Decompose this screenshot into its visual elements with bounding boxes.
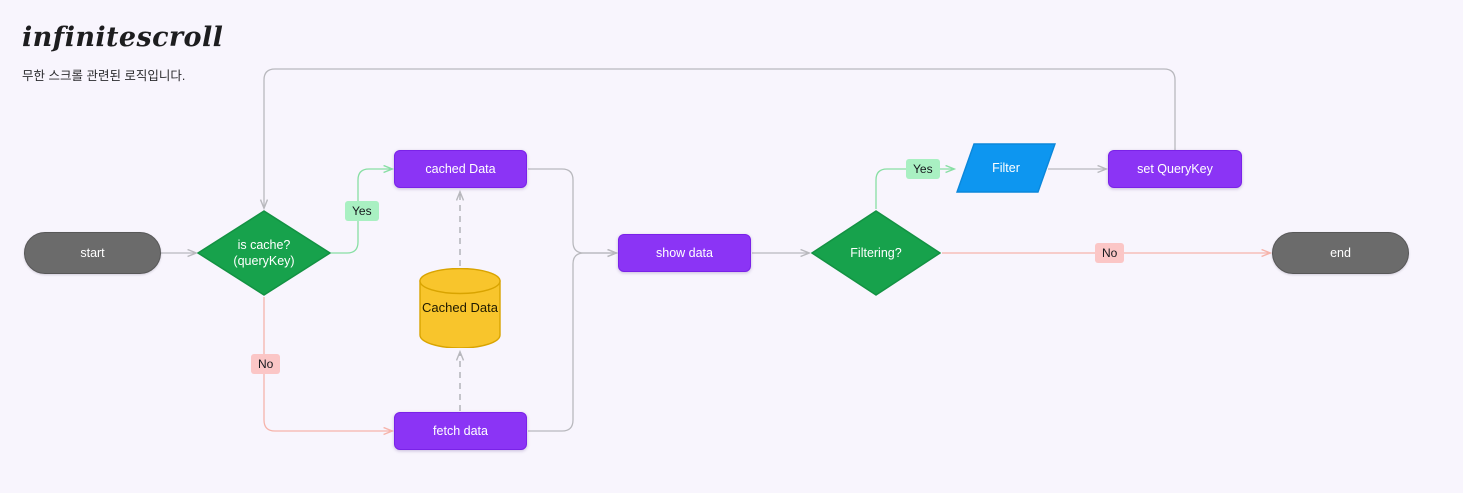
node-is-cache-label: is cache? (queryKey) (233, 237, 294, 270)
node-filter[interactable]: Filter (956, 143, 1056, 193)
node-end-label: end (1330, 245, 1351, 260)
node-is-cache-line2: (queryKey) (233, 254, 295, 268)
edge-label-no-filtering: No (1095, 243, 1125, 264)
diamond-icon (811, 210, 941, 296)
node-is-cache-line1: is cache? (237, 237, 291, 252)
diamond-icon (197, 210, 331, 296)
node-cached-data[interactable]: cached Data (394, 150, 527, 188)
node-end[interactable]: end (1272, 232, 1409, 274)
node-show-data-label: show data (656, 245, 713, 260)
edge-is-cache-no-to-fetch-data (263, 297, 392, 431)
node-start[interactable]: start (24, 232, 161, 274)
page-title: infinitescroll (22, 22, 224, 53)
node-show-data[interactable]: show data (618, 234, 751, 272)
edge-label-yes-cache: Yes (345, 201, 379, 222)
node-set-querykey[interactable]: set QueryKey (1108, 150, 1242, 188)
page-subtitle: 무한 스크롤 관련된 로직입니다. (22, 69, 186, 83)
edge-fetch-data-to-show-data (528, 253, 616, 432)
node-filter-label: Filter (992, 160, 1020, 175)
node-set-querykey-label: set QueryKey (1137, 161, 1213, 176)
node-cached-data-label: cached Data (425, 161, 496, 176)
node-fetch-data[interactable]: fetch data (394, 412, 527, 450)
node-start-label: start (80, 245, 105, 260)
node-cache-store[interactable]: Cached Data (419, 268, 501, 348)
node-fetch-data-label: fetch data (433, 423, 488, 438)
parallelogram-icon (956, 143, 1056, 193)
node-is-cache[interactable]: is cache? (queryKey) (197, 210, 331, 296)
node-filtering-label: Filtering? (850, 245, 902, 260)
header: infinitescroll 무한 스크롤 관련된 로직입니다. (22, 24, 223, 84)
node-cache-store-label: Cached Data (422, 299, 498, 315)
node-filtering[interactable]: Filtering? (811, 210, 941, 296)
edge-cached-data-to-show-data (528, 168, 616, 253)
database-cylinder-icon (419, 268, 501, 348)
edge-label-no-cache: No (251, 354, 281, 375)
edge-label-yes-filtering: Yes (906, 159, 940, 180)
